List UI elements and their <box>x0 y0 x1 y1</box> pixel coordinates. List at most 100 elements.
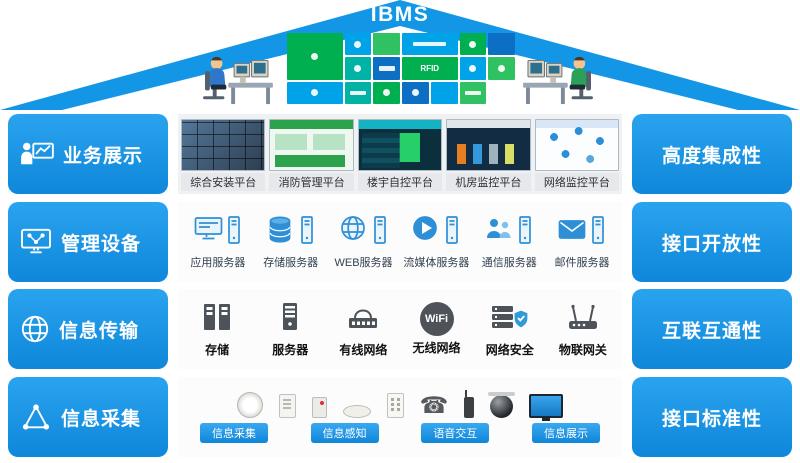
operator-at-desk-illustration-left <box>198 42 276 111</box>
globe-icon <box>20 314 50 344</box>
card-reader-icon <box>311 396 327 418</box>
row-right-label: 互联互通性 <box>661 320 762 342</box>
dashboard-tile <box>488 57 515 80</box>
server-item: 流媒体服务器 <box>403 214 469 270</box>
server-label: WEB服务器 <box>334 257 393 269</box>
server-item: 邮件服务器 <box>549 214 615 270</box>
row-left-label: 业务展示 <box>63 145 144 167</box>
dashboard-tile <box>459 33 487 56</box>
mail-server-icon <box>558 214 606 251</box>
network-item: 服务器 <box>256 301 324 358</box>
dashboard-tile <box>344 33 372 56</box>
ceiling-detector-icon <box>342 404 371 418</box>
platform-caption: 机房监控平台 <box>446 173 531 191</box>
dashboard-tile <box>459 57 487 80</box>
smoke-detector-icon <box>236 391 263 418</box>
display-screen-icon <box>529 393 564 421</box>
monitor-flowchart-icon <box>20 228 52 256</box>
server-item: 存储服务器 <box>258 214 324 270</box>
label-box-open-interface: 接口开放性 <box>632 202 792 282</box>
row-left-label: 信息传输 <box>59 320 140 342</box>
row-right-label: 高度集成性 <box>661 145 762 167</box>
platform-caption: 楼宇自控平台 <box>357 173 443 191</box>
iot-gateway-router-icon <box>567 301 599 338</box>
collection-captions: 信息采集 信息感知 语音交互 信息展示 <box>178 422 622 443</box>
dashboard-tiles-illustration: RFID <box>287 33 515 104</box>
operator-at-desk-illustration-right <box>520 42 598 111</box>
label-box-interface-standardization: 接口标准性 <box>632 377 792 457</box>
network-label: 存储 <box>205 342 230 357</box>
dashboard-tile <box>373 57 400 80</box>
fire-platform-screenshot <box>269 119 354 171</box>
sensor-cluster-icon <box>20 403 52 431</box>
server-item: WEB服务器 <box>331 214 397 270</box>
server-label: 存储服务器 <box>263 257 319 269</box>
platform-item: 网络监控平台 <box>534 119 620 191</box>
network-item: 存储 <box>183 301 251 358</box>
telephone-icon: ☎ <box>419 392 449 419</box>
dashboard-tile <box>488 33 515 56</box>
network-monitor-screenshot <box>534 119 620 171</box>
collection-devices: ☎ 信息采集 信息感知 语音交互 信息展示 <box>178 377 622 457</box>
server-label: 流媒体服务器 <box>403 257 470 269</box>
row-managed-devices: 管理设备 应用服务器 <box>8 202 792 282</box>
label-box-information-collection: 信息采集 <box>8 377 168 457</box>
label-box-managed-devices: 管理设备 <box>8 202 168 282</box>
server-label: 应用服务器 <box>190 257 246 269</box>
web-server-icon <box>340 214 388 251</box>
collection-caption: 信息采集 <box>200 422 268 443</box>
platform-item: 消防管理平台 <box>269 119 354 191</box>
dome-camera-icon <box>488 391 516 418</box>
network-item: 有线网络 <box>329 301 397 358</box>
row-left-label: 管理设备 <box>61 233 142 255</box>
page-title: IBMS <box>370 3 430 26</box>
row-right-label: 接口标准性 <box>661 408 762 430</box>
network-label: 服务器 <box>272 342 309 357</box>
presenter-chart-icon <box>20 140 54 168</box>
collection-caption: 语音交互 <box>421 422 490 443</box>
wired-switch-icon <box>347 301 379 338</box>
building-automation-screenshot <box>357 119 443 171</box>
communication-server-icon <box>485 214 533 251</box>
dashboard-tile <box>402 81 429 104</box>
server-rack-icon <box>274 301 306 338</box>
platform-item: 楼宇自控平台 <box>357 119 443 191</box>
server-item: 通信服务器 <box>476 214 542 270</box>
streaming-media-server-icon <box>412 214 460 251</box>
application-server-icon <box>194 214 242 251</box>
wifi-icon: WiFi <box>419 302 454 336</box>
network-icons: 存储 服务器 <box>178 289 622 369</box>
dashboard-tile <box>287 81 343 104</box>
dashboard-tile <box>344 81 372 104</box>
collection-caption: 信息感知 <box>310 422 379 443</box>
network-label: 有线网络 <box>339 342 388 357</box>
dashboard-tile <box>344 57 372 80</box>
platform-item: 机房监控平台 <box>446 119 531 191</box>
label-box-business-display: 业务展示 <box>8 114 168 194</box>
collection-caption: 信息展示 <box>531 422 600 443</box>
storage-server-icon <box>267 214 315 251</box>
network-item: 物联网关 <box>549 301 617 358</box>
server-icons: 应用服务器 存储服务器 <box>178 202 622 282</box>
label-box-interconnectivity: 互联互通性 <box>632 289 792 369</box>
row-left-label: 信息采集 <box>61 408 142 430</box>
dashboard-tile <box>402 33 458 56</box>
network-label: 物联网关 <box>558 342 607 357</box>
device-icons-strip: ☎ <box>236 389 564 421</box>
network-security-shield-icon <box>490 301 530 338</box>
rfid-tile: RFID <box>402 57 458 80</box>
platform-item: 综合安装平台 <box>181 119 266 191</box>
machine-room-screenshot <box>446 119 531 171</box>
wall-sensor-icon <box>278 393 296 418</box>
server-label: 邮件服务器 <box>554 257 610 269</box>
platform-caption: 网络监控平台 <box>534 173 620 191</box>
row-right-label: 接口开放性 <box>661 233 762 255</box>
server-item: 应用服务器 <box>185 214 251 270</box>
roof: IBMS RFID <box>0 0 800 110</box>
dashboard-tile <box>287 33 343 80</box>
dashboard-tile <box>373 33 400 56</box>
row-business-display: 业务展示 综合安装平台 消防管理平台 楼宇自控平台 机房监控平台 网络监控平台 <box>8 114 792 194</box>
label-box-high-integration: 高度集成性 <box>632 114 792 194</box>
dashboard-tile <box>430 81 458 104</box>
